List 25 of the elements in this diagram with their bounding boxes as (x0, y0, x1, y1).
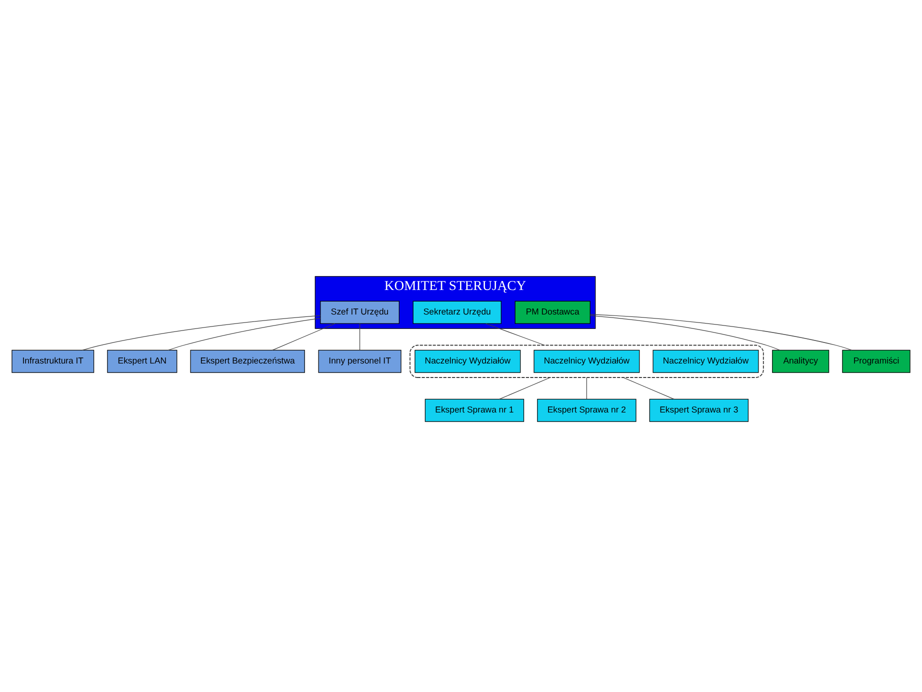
node-box: Inny personel IT (318, 349, 402, 372)
connector (359, 322, 360, 350)
node-box: PM Dostawca (514, 300, 590, 324)
connector (586, 376, 588, 399)
node-box: Ekspert Sprawa nr 1 (424, 398, 524, 422)
node-box: Analitycy (772, 349, 830, 372)
connector (272, 322, 336, 350)
connector (168, 317, 321, 350)
node-box: Ekspert Sprawa nr 3 (649, 398, 749, 422)
connector (590, 314, 780, 350)
node-box: Sekretarz Urzędu (412, 300, 502, 324)
node-box: Naczelnicy Wydziałów (652, 349, 759, 372)
cluster (410, 344, 764, 378)
node-box: Programiści (842, 349, 910, 372)
node-box: Naczelnicy Wydziałów (534, 349, 640, 372)
connector (499, 376, 551, 399)
node-box: Infrastruktura IT (12, 349, 94, 372)
node-box: Szef IT Urzędu (320, 300, 400, 324)
node-box: Ekspert Bezpieczeństwa (190, 349, 305, 372)
node-box: Ekspert Sprawa nr 2 (537, 398, 636, 422)
node-box: Naczelnicy Wydziałów (414, 349, 521, 372)
connector (590, 313, 852, 350)
node-box: Ekspert LAN (107, 349, 178, 372)
connector (82, 314, 321, 350)
connector (622, 376, 674, 399)
